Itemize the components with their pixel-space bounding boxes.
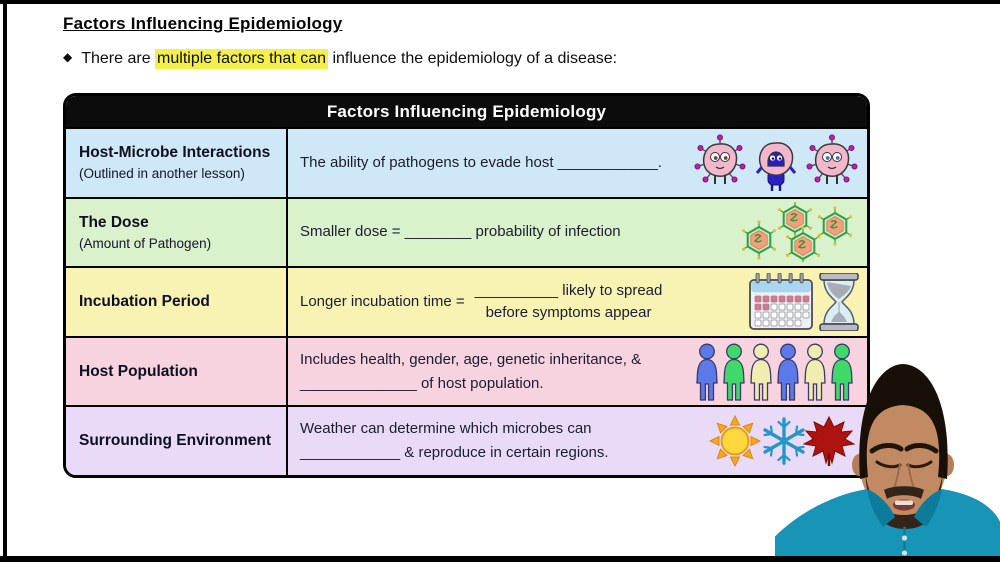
instructor-collar: [867, 489, 895, 527]
hourglass-icon: [819, 272, 859, 331]
bullet-text-pre: There are: [81, 50, 156, 67]
disguised-pathogen-icon: [755, 141, 797, 191]
row-content-cell: Longer incubation time = __________ like…: [288, 268, 867, 336]
row-label-cell: Host-Microbe Interactions (Outlined in a…: [66, 129, 288, 197]
frame-bottom-border: [0, 556, 1000, 562]
row-title: Host-Microbe Interactions: [79, 144, 271, 162]
instructor-teeth: [895, 500, 913, 505]
instructor-button: [901, 550, 908, 556]
calendar-icon: [749, 272, 813, 330]
row-content-cell: The ability of pathogens to evade host _…: [288, 129, 867, 197]
table-header: Factors Influencing Epidemiology: [66, 96, 867, 127]
row-title: Host Population: [79, 362, 198, 380]
weather-icons-svg: [709, 415, 856, 468]
row-title: The Dose: [79, 213, 149, 231]
bullet-line: ◆ There are multiple factors that can inf…: [63, 49, 618, 69]
instructor-chin-beard: [885, 507, 923, 529]
bullet-text-post: influence the epidemiology of a disease:: [328, 50, 618, 67]
equation-stack-bottom: before symptoms appear: [485, 303, 652, 321]
virus-hexagon-icons-svg: [740, 202, 854, 263]
table-row-host-population: Host Population Includes health, gender,…: [66, 335, 867, 406]
virus-hexagon-icons: [737, 202, 859, 263]
snowflake-icon: [763, 417, 805, 465]
bullet-diamond-icon: ◆: [63, 50, 73, 64]
equation-stack-top: __________ likely to spread: [474, 282, 663, 300]
instructor-eye: [906, 460, 933, 469]
row-subtitle: (Amount of Pathogen): [79, 235, 212, 251]
table-row-dose: The Dose (Amount of Pathogen) Smaller do…: [66, 196, 867, 267]
instructor-shirt: [775, 489, 1000, 557]
virus-hexagon-icon: [784, 225, 822, 263]
row-label-cell: Host Population: [66, 337, 288, 406]
frame-left-border: [3, 0, 7, 562]
epidemiology-factors-table: Factors Influencing Epidemiology Host-Mi…: [63, 93, 870, 478]
row-content-cell: Smaller dose = ________ probability of i…: [288, 199, 867, 267]
person-icon: [723, 343, 745, 401]
virus-hexagon-icon: [776, 202, 814, 240]
row-description: Includes health, gender, age, genetic in…: [300, 348, 689, 396]
instructor-hair: [859, 364, 948, 479]
pathogen-character-icon: [806, 134, 858, 184]
row-label-cell: Incubation Period: [66, 268, 288, 336]
row-content-cell: Weather can determine which microbes can…: [288, 407, 867, 475]
instructor-mustache: [884, 486, 924, 499]
pathogen-character-icon: [694, 134, 746, 184]
description-line-2: ____________ & reproduce in certain regi…: [300, 444, 609, 462]
row-description: Longer incubation time = __________ like…: [300, 280, 743, 324]
instructor-eye: [875, 460, 902, 469]
frame-top-border: [0, 0, 1000, 4]
page-title: Factors Influencing Epidemiology: [63, 14, 343, 33]
table-row-incubation: Incubation Period Longer incubation time…: [66, 266, 867, 336]
table-row-environment: Surrounding Environment Weather can dete…: [66, 405, 867, 475]
person-icon: [750, 343, 772, 401]
row-title: Incubation Period: [79, 292, 210, 310]
instructor-face: [859, 402, 947, 518]
instructor-collar: [914, 489, 942, 527]
row-label-cell: Surrounding Environment: [66, 407, 288, 475]
row-description: The ability of pathogens to evade host _…: [300, 153, 662, 171]
equation-left: Longer incubation time =: [300, 292, 465, 310]
row-title: Surrounding Environment: [79, 432, 272, 450]
sun-icon: [709, 415, 762, 468]
instructor-button: [901, 535, 908, 541]
row-description: Smaller dose = ________ probability of i…: [300, 223, 621, 241]
maple-leaf-icon: [802, 416, 856, 467]
row-subtitle: (Outlined in another lesson): [79, 166, 245, 182]
virus-hexagon-icon: [740, 219, 778, 261]
row-content-cell: Includes health, gender, age, genetic in…: [288, 338, 867, 406]
equation-stack: __________ likely to spread before sympt…: [475, 280, 663, 324]
pathogen-cartoon-icons: [694, 134, 858, 191]
row-description: Weather can determine which microbes can…: [300, 417, 703, 465]
instructor-webcam: [775, 364, 1000, 557]
description-line-2: ______________ of host population.: [300, 374, 544, 392]
person-icon: [696, 343, 718, 401]
instructor-eyebrow: [869, 443, 904, 454]
time-icons: [749, 272, 859, 331]
instructor-eyebrow: [904, 443, 939, 454]
description-line-1: Weather can determine which microbes can: [300, 420, 592, 438]
description-line-1: Includes health, gender, age, genetic in…: [300, 350, 642, 368]
instructor-nose: [893, 462, 915, 488]
weather-icons: [709, 412, 859, 470]
pathogen-characters-icons: [693, 133, 859, 193]
virus-hexagon-icon: [816, 205, 854, 247]
table-row-host-microbe: Host-Microbe Interactions (Outlined in a…: [66, 127, 867, 197]
bullet-text-highlighted: multiple factors that can: [155, 49, 329, 69]
row-label-cell: The Dose (Amount of Pathogen): [66, 198, 288, 267]
